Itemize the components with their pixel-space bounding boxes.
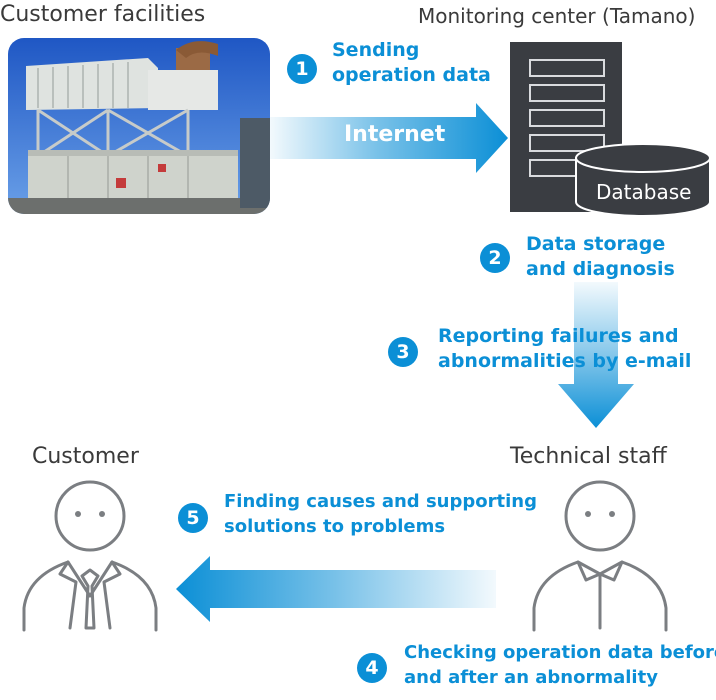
person-suit-icon: [22, 480, 158, 632]
step-3-badge: 3: [388, 337, 418, 367]
step-1-text: Sending operation data: [332, 39, 491, 86]
step-3-text: Reporting failures and abnormalities by …: [438, 325, 692, 372]
step-2-text: Data storage and diagnosis: [526, 233, 675, 280]
database-icon: [575, 143, 711, 216]
customer-facilities-title: Customer facilities: [0, 2, 206, 27]
report-arrow: [558, 282, 634, 428]
step-2-badge: 2: [480, 243, 510, 273]
internet-label: Internet: [344, 122, 446, 147]
support-arrow: [176, 556, 496, 622]
facility-photo: [8, 38, 270, 214]
customer-title: Customer: [32, 444, 139, 469]
step-4-text: Checking operation data before and after…: [404, 642, 716, 688]
database-label: Database: [596, 180, 692, 204]
monitoring-center-title: Monitoring center (Tamano): [418, 4, 696, 28]
technical-staff-title: Technical staff: [510, 444, 667, 469]
step-4-badge: 4: [357, 653, 387, 683]
person-shirt-icon: [532, 480, 668, 632]
internet-arrow: [270, 103, 508, 173]
step-5-badge: 5: [178, 503, 208, 533]
step-5-text: Finding causes and supporting solutions …: [224, 491, 537, 537]
step-1-badge: 1: [287, 54, 317, 84]
